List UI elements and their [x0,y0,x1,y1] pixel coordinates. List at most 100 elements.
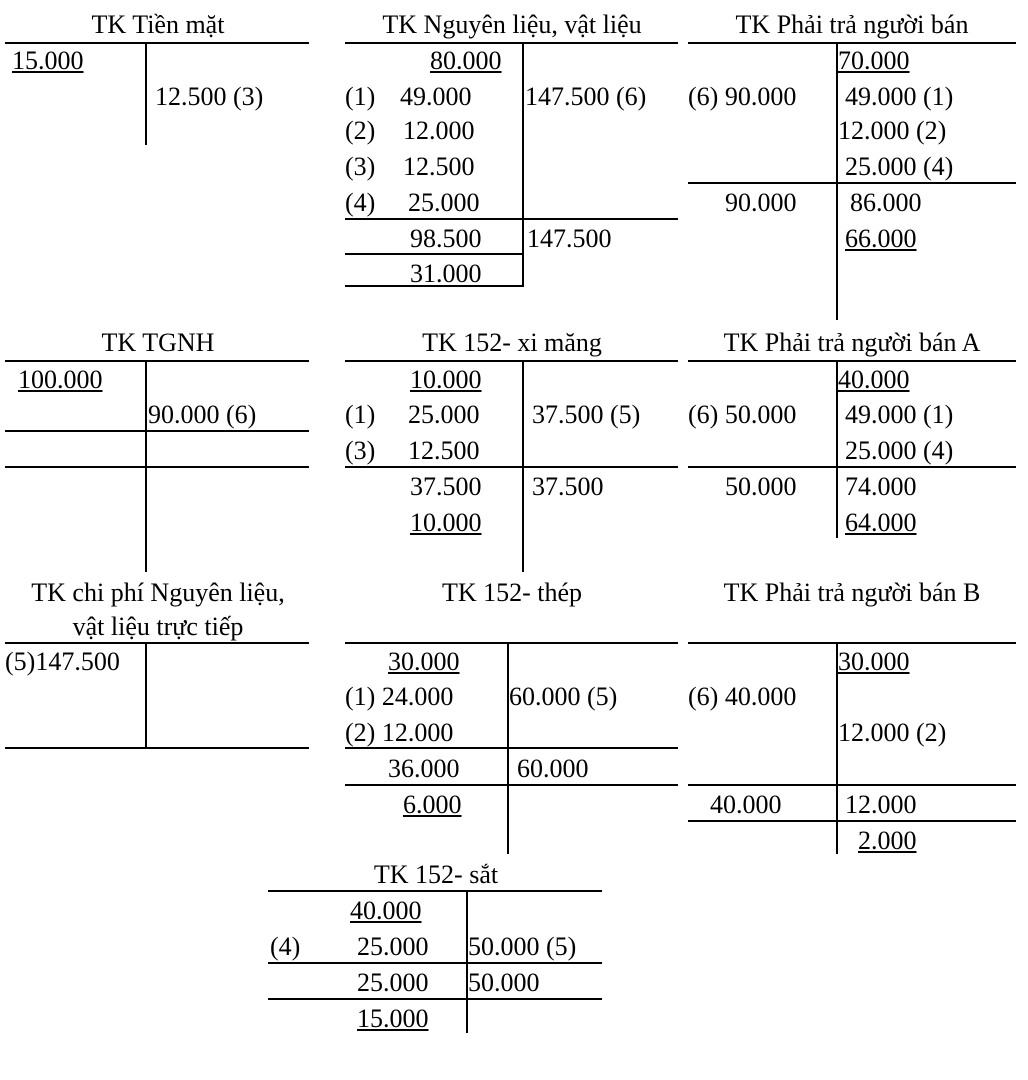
debit-ref: (4) [270,932,301,961]
account-title: TK Nguyên liệu, vật liệu [382,10,642,39]
credit-total: 147.500 [527,224,612,253]
debit-entry: (1) 24.000 [345,682,454,711]
account-header-line [688,642,1016,644]
debit-entry: 25.000 [408,188,480,217]
debit-entry: 25.000 [357,932,429,961]
debit-entry: 25.000 [408,400,480,429]
closing-balance: 6.000 [403,790,462,819]
debit-entry: (5)147.500 [5,647,120,676]
balance-line [5,466,309,468]
credit-total: 12.000 [845,790,917,819]
debit-total: 37.500 [410,472,482,501]
balance-line [345,784,678,786]
credit-entry: 25.000 (4) [845,152,954,181]
opening-balance: 10.000 [410,365,482,394]
total-line [688,466,1016,468]
closing-line [345,285,522,287]
opening-balance: 70.000 [838,46,910,75]
credit-entry: 60.000 (5) [509,682,618,711]
total-line [688,784,1016,786]
total-line [5,747,309,749]
opening-balance: 30.000 [838,647,910,676]
account-divider [466,890,468,1033]
account-title-line1: TK chi phí Nguyên liệu, [31,578,285,607]
account-divider [836,360,838,538]
opening-balance: 40.000 [350,896,422,925]
debit-total: 98.500 [410,224,482,253]
opening-balance: 40.000 [838,365,910,394]
account-header-line [5,642,309,644]
credit-entry: 37.500 (5) [532,400,641,429]
debit-ref: (1) [345,400,376,429]
debit-ref: (2) [345,116,376,145]
debit-ref: (4) [345,188,376,217]
opening-balance: 30.000 [388,647,460,676]
debit-total: 36.000 [388,754,460,783]
debit-ref: (1) [345,82,376,111]
account-title: TK Tiền mặt [91,10,225,39]
account-title: TK Phải trả người bán B [723,578,981,607]
credit-entry: 49.000 (1) [845,400,954,429]
credit-total: 86.000 [850,188,922,217]
account-divider [836,42,838,320]
closing-balance: 31.000 [410,259,482,288]
opening-balance: 100.000 [18,365,103,394]
debit-entry: (6) 40.000 [688,682,797,711]
total-line [345,218,678,220]
account-divider [836,642,838,854]
account-title: TK TGNH [101,328,215,357]
account-header-line [5,42,309,44]
debit-entry: (6) 90.000 [688,82,797,111]
debit-total: 50.000 [725,472,797,501]
credit-entry: 12.500 (3) [155,82,264,111]
balance-line [268,998,602,1000]
opening-balance: 15.000 [12,46,84,75]
credit-entry: 25.000 (4) [845,436,954,465]
total-line [5,430,309,432]
debit-entry: 12.000 [403,116,475,145]
closing-balance: 64.000 [845,508,917,537]
credit-total: 50.000 [468,968,540,997]
balance-line [688,820,1016,822]
total-line [345,747,678,749]
credit-entry: 12.000 (2) [838,116,947,145]
account-title-line2: vật liệu trực tiếp [72,612,244,641]
closing-balance: 10.000 [410,508,482,537]
account-header-line [5,360,309,362]
account-header-line [345,42,678,44]
debit-entry: 49.000 [400,82,472,111]
opening-balance: 80.000 [430,46,502,75]
debit-ref: (3) [345,436,376,465]
debit-entry: 12.500 [403,152,475,181]
account-divider [522,42,524,287]
account-header-line [345,642,678,644]
debit-total: 40.000 [710,790,782,819]
credit-total: 60.000 [517,754,589,783]
balance-line [345,253,522,255]
debit-total: 25.000 [357,968,429,997]
credit-total: 74.000 [845,472,917,501]
total-line [345,466,678,468]
credit-entry: 90.000 (6) [148,400,257,429]
debit-entry: (6) 50.000 [688,400,797,429]
account-title: TK 152- sắt [373,860,499,889]
credit-entry: 49.000 (1) [845,82,954,111]
account-title: TK Phải trả người bán A [723,328,981,357]
credit-entry: 12.000 (2) [838,718,947,747]
credit-entry: 147.500 (6) [525,82,647,111]
total-line [688,182,1016,184]
account-title: TK 152- xi măng [422,328,602,357]
total-line [268,962,602,964]
account-title: TK 152- thép [441,578,583,607]
account-header-line [688,360,1016,362]
account-divider [145,42,147,145]
closing-balance: 15.000 [357,1004,429,1033]
account-divider [145,642,147,748]
account-header-line [345,360,678,362]
closing-balance: 2.000 [858,826,917,855]
debit-ref: (3) [345,152,376,181]
closing-balance: 66.000 [845,224,917,253]
debit-entry: 12.500 [408,436,480,465]
debit-total: 90.000 [725,188,797,217]
account-header-line [268,890,602,892]
